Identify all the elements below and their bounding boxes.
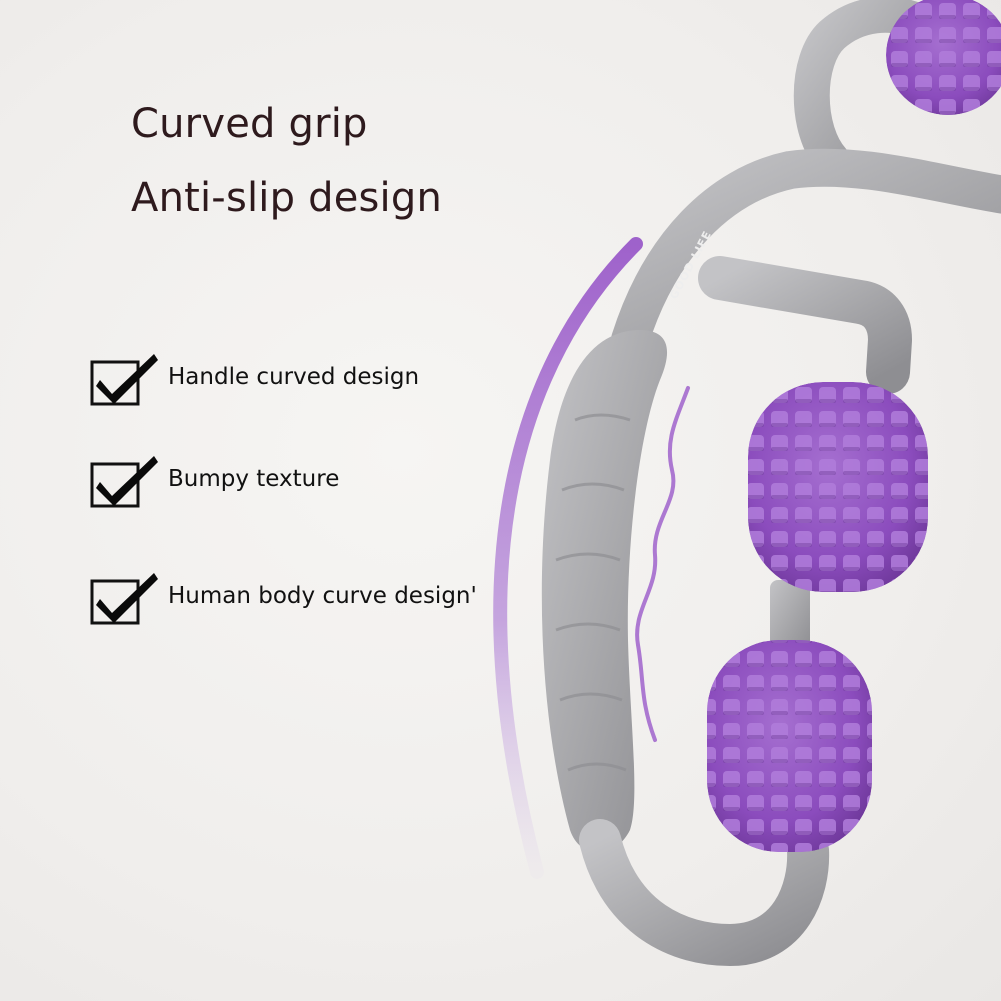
feature-label: Handle curved design bbox=[168, 364, 420, 390]
feature-label: Bumpy texture bbox=[168, 466, 340, 492]
motion-arc bbox=[493, 237, 643, 879]
checkmark-icon bbox=[90, 452, 158, 508]
feature-item-body-curve: Human body curve design' bbox=[90, 566, 477, 626]
feature-label: Human body curve design' bbox=[168, 583, 477, 609]
feature-item-handle: Handle curved design bbox=[90, 347, 419, 407]
headline-curved-grip: Curved grip bbox=[131, 101, 368, 147]
wave-line bbox=[635, 386, 690, 742]
checkmark-icon bbox=[90, 569, 158, 625]
feature-item-bumpy: Bumpy texture bbox=[90, 449, 339, 509]
headline-anti-slip: Anti-slip design bbox=[131, 175, 443, 221]
checkmark-icon bbox=[90, 350, 158, 406]
